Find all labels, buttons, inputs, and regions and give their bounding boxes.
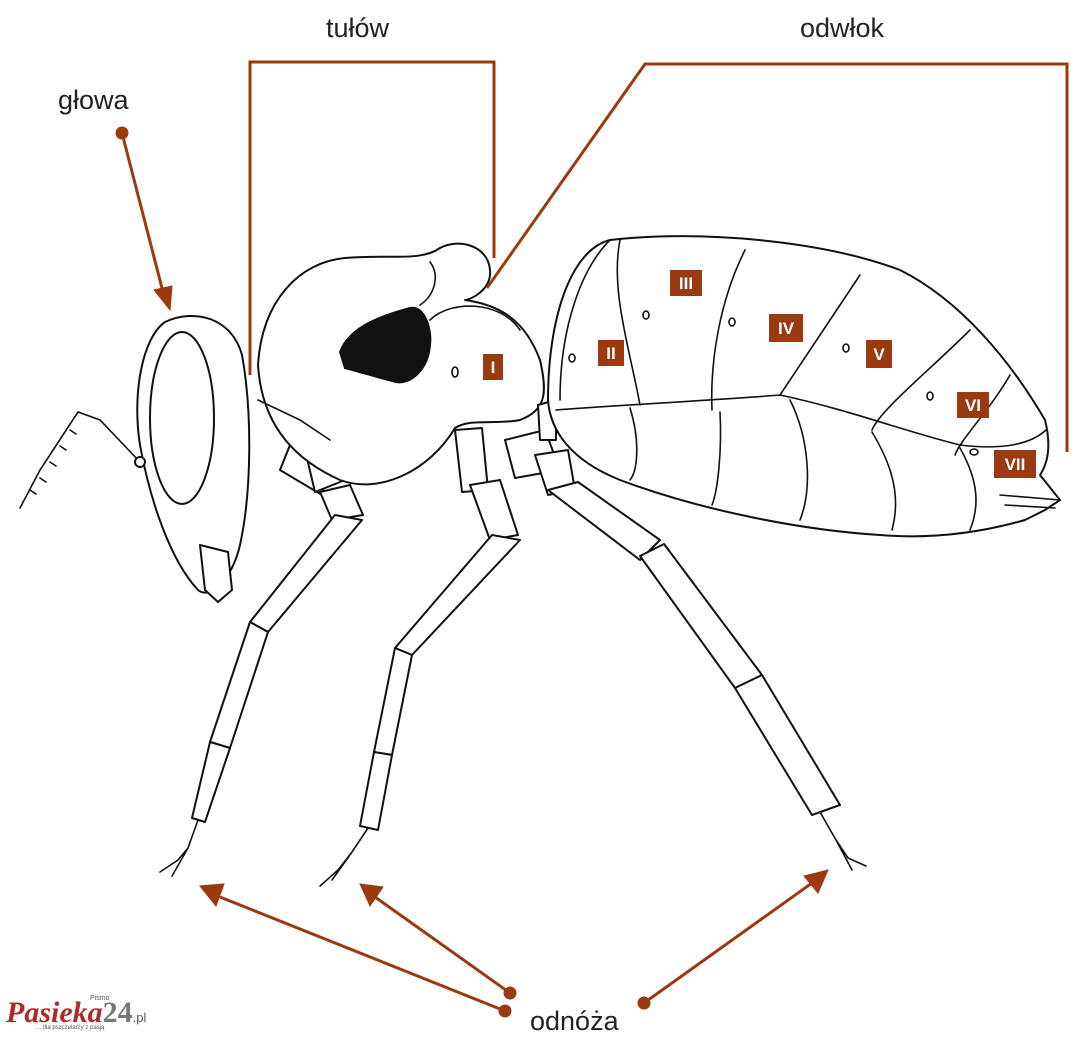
middle-leg-arrowhead: [359, 883, 384, 908]
logo-wordmark: Pasieka24.pl: [6, 996, 147, 1029]
segment-badge-7: VII: [994, 450, 1036, 478]
label-head: głowa: [58, 85, 130, 115]
head-pointer-arrowhead: [153, 285, 173, 312]
svg-text:V: V: [873, 345, 885, 364]
svg-text:VII: VII: [1005, 455, 1026, 474]
segment-badge-5: V: [866, 340, 892, 368]
head-drawing: [134, 314, 251, 603]
logo-pismo: Pismo: [90, 995, 110, 1002]
segment-badge-4: IV: [769, 314, 803, 342]
hind-leg-arrowhead: [803, 869, 829, 894]
hind-leg: [504, 429, 867, 871]
logo-tagline: ... dla pszczelarzy z pasją: [36, 1025, 105, 1031]
segment-badge-6: VI: [957, 392, 989, 418]
front-leg: [159, 419, 364, 877]
abdomen-bracket: [485, 62, 1069, 452]
label-legs: odnóża: [530, 1006, 620, 1036]
svg-text:I: I: [491, 358, 496, 377]
segment-badge-1: I: [483, 354, 503, 380]
antenna: [19, 411, 141, 509]
abdomen-drawing: [547, 235, 1061, 538]
svg-text:III: III: [679, 274, 693, 293]
pasieka24-logo: Pismo Pasieka24.pl ... dla pszczelarzy z…: [6, 995, 156, 1040]
segment-labels: I II III IV V VI VII: [483, 270, 1036, 478]
pointers: [115, 60, 1069, 1018]
thorax-drawing: [257, 242, 545, 486]
front-leg-arrowhead: [199, 883, 225, 908]
svg-text:II: II: [606, 344, 615, 363]
segment-badge-3: III: [670, 270, 702, 296]
label-abdomen: odwłok: [800, 13, 885, 43]
label-thorax: tułów: [326, 13, 390, 43]
segment-badge-2: II: [598, 340, 624, 366]
svg-text:VI: VI: [965, 396, 981, 415]
middle-leg: [319, 427, 521, 887]
bee-illustration: [19, 235, 1061, 887]
svg-text:IV: IV: [778, 319, 795, 338]
thorax-bracket: [248, 60, 496, 375]
